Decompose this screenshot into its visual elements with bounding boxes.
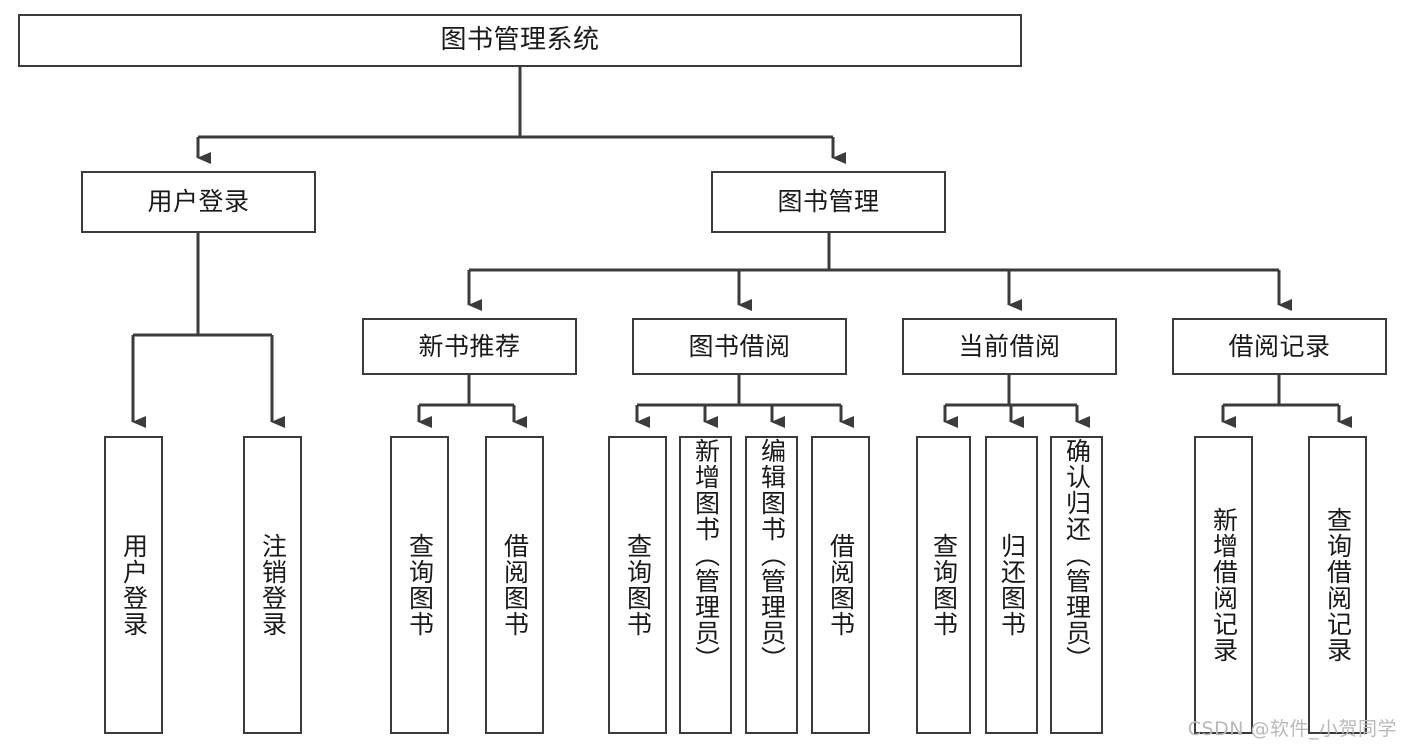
- node-current-borrow[interactable]: 当前借阅: [902, 318, 1117, 375]
- node-new-book-rec[interactable]: 新书推荐: [362, 318, 577, 375]
- leaf-borrow-add-book[interactable]: 新增图书（管理员）: [679, 436, 732, 734]
- node-root[interactable]: 图书管理系统: [18, 14, 1022, 67]
- leaf-borrow-book[interactable]: 借阅图书: [811, 436, 870, 734]
- leaf-borrow-book-label: 借阅图书: [826, 533, 856, 637]
- leaf-current-return[interactable]: 归还图书: [985, 436, 1038, 734]
- leaf-current-query[interactable]: 查询图书: [916, 436, 971, 734]
- leaf-current-confirm-return[interactable]: 确认归还（管理员）: [1050, 436, 1103, 734]
- node-user-login-label: 用户登录: [147, 187, 250, 217]
- node-current-borrow-label: 当前借阅: [958, 331, 1061, 361]
- leaf-new-book-borrow[interactable]: 借阅图书: [485, 436, 544, 734]
- leaf-user-login-1[interactable]: 用户登录: [104, 436, 163, 734]
- node-book-borrow[interactable]: 图书借阅: [632, 318, 847, 375]
- node-book-borrow-label: 图书借阅: [688, 331, 791, 361]
- node-borrow-record-label: 借阅记录: [1228, 331, 1331, 361]
- leaf-borrow-query-label: 查询图书: [623, 533, 653, 637]
- leaf-user-login-1-label: 用户登录: [119, 533, 149, 637]
- leaf-user-logout[interactable]: 注销登录: [243, 436, 302, 734]
- leaf-borrow-query[interactable]: 查询图书: [608, 436, 667, 734]
- node-book-manage[interactable]: 图书管理: [711, 171, 946, 233]
- leaf-current-query-label: 查询图书: [929, 533, 959, 637]
- node-root-label: 图书管理系统: [440, 25, 600, 56]
- leaf-current-return-label: 归还图书: [997, 533, 1027, 637]
- leaf-borrow-add-book-label: 新增图书（管理员）: [691, 438, 721, 672]
- node-new-book-rec-label: 新书推荐: [418, 331, 521, 361]
- csdn-watermark: CSDN @软件_小贺同学: [1187, 718, 1397, 740]
- leaf-borrow-edit-book[interactable]: 编辑图书（管理员）: [745, 436, 798, 734]
- node-borrow-record[interactable]: 借阅记录: [1172, 318, 1387, 375]
- node-book-manage-label: 图书管理: [777, 187, 880, 217]
- leaf-current-confirm-return-label: 确认归还（管理员）: [1062, 438, 1092, 672]
- node-user-login[interactable]: 用户登录: [81, 171, 316, 233]
- leaf-user-logout-label: 注销登录: [258, 533, 288, 637]
- leaf-record-query-label: 查询借阅记录: [1323, 507, 1353, 663]
- leaf-record-add[interactable]: 新增借阅记录: [1194, 436, 1253, 734]
- leaf-new-book-query-label: 查询图书: [405, 533, 435, 637]
- leaf-record-query[interactable]: 查询借阅记录: [1308, 436, 1367, 734]
- leaf-record-add-label: 新增借阅记录: [1209, 507, 1239, 663]
- leaf-borrow-edit-book-label: 编辑图书（管理员）: [757, 438, 787, 672]
- leaf-new-book-borrow-label: 借阅图书: [500, 533, 530, 637]
- leaf-new-book-query[interactable]: 查询图书: [390, 436, 449, 734]
